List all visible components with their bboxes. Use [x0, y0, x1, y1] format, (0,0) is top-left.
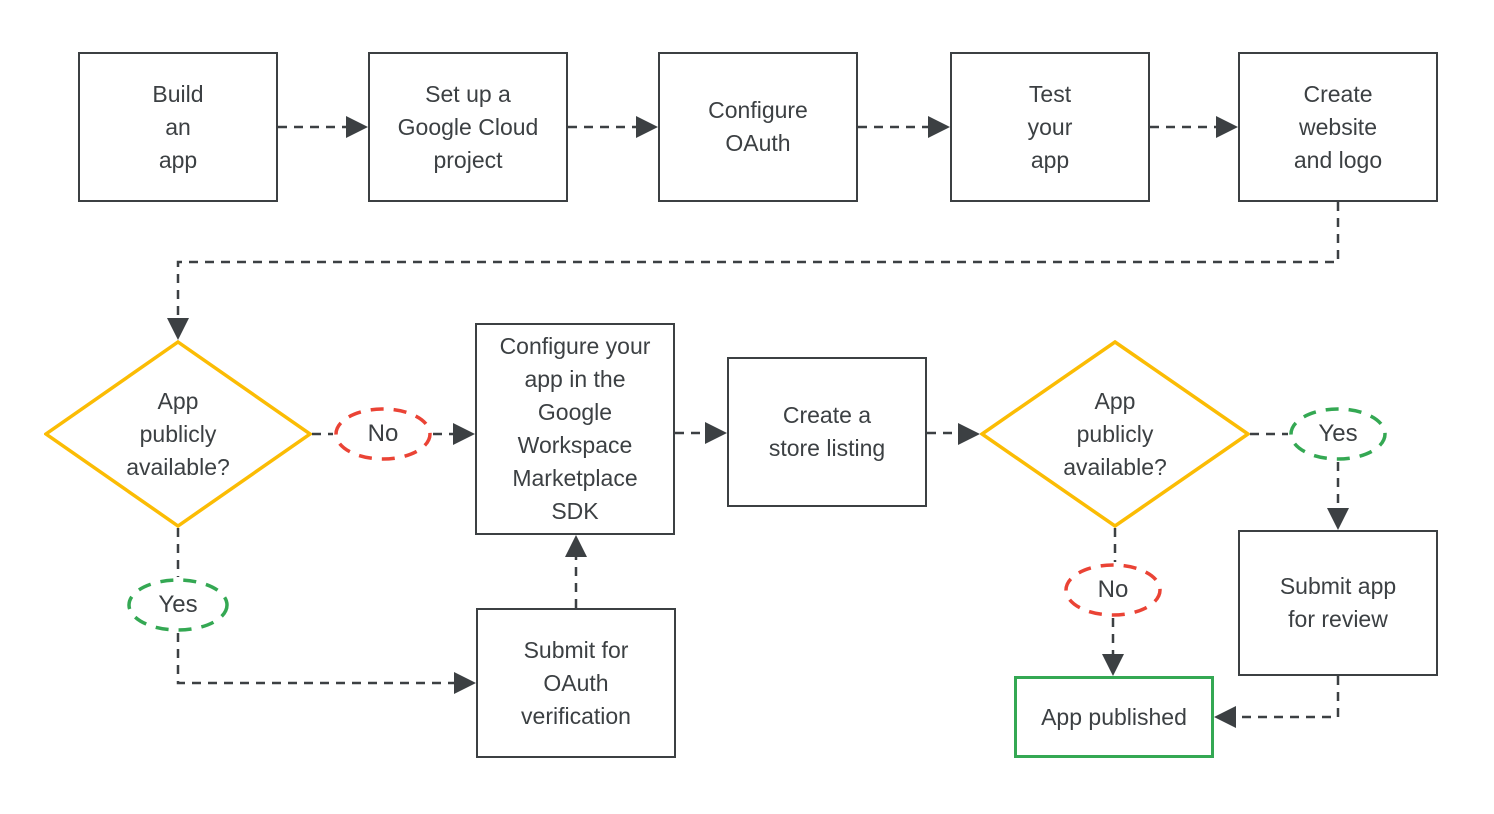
node-app-published-label: App published — [1041, 703, 1187, 730]
decision-right-label: App publicly available? — [1063, 387, 1167, 480]
node-setup-google-cloud-project: Set up a Google Cloud project — [368, 52, 568, 202]
decision-app-publicly-available-right: App publicly available? — [980, 340, 1250, 528]
node-app-published: App published — [1014, 676, 1214, 758]
yes-badge-shape — [127, 578, 229, 632]
node-test-your-app: Test your app — [950, 52, 1150, 202]
node-test-your-app-label: Test your app — [1027, 80, 1073, 173]
connector-website-to-decision-left — [167, 202, 1340, 340]
edge-badge-yes-left-label: Yes — [158, 591, 198, 618]
node-configure-marketplace-sdk: Configure your app in the Google Workspa… — [475, 323, 675, 535]
connector-sdk-to-store-listing — [675, 422, 727, 444]
connector-yes-to-submit-review — [1327, 462, 1349, 530]
connector-oauth-verification-to-sdk — [565, 535, 587, 608]
node-setup-google-cloud-project-label: Set up a Google Cloud project — [397, 80, 539, 173]
connector-no-to-app-published — [1102, 618, 1124, 676]
edge-badge-no-right-label: No — [1097, 576, 1129, 603]
no-badge-shape — [1064, 563, 1162, 617]
edge-badge-yes-right-label: Yes — [1318, 420, 1358, 447]
edge-badge-yes-right: Yes — [1288, 406, 1388, 462]
node-configure-oauth-label: Configure OAuth — [708, 97, 808, 156]
node-configure-marketplace-sdk-label: Configure your app in the Google Workspa… — [499, 333, 651, 524]
node-submit-app-for-review: Submit app for review — [1238, 530, 1438, 676]
decision-diamond-shape — [44, 340, 312, 528]
edge-badge-yes-left: Yes — [126, 577, 230, 633]
edge-badge-no-left: No — [333, 406, 433, 462]
node-submit-app-for-review-label: Submit app for review — [1279, 573, 1397, 632]
edge-badge-no-left-label: No — [367, 420, 399, 447]
node-create-store-listing: Create a store listing — [727, 357, 927, 507]
node-submit-oauth-verification: Submit for OAuth verification — [476, 608, 676, 758]
edge-badge-no-right: No — [1063, 562, 1163, 618]
connector-setup-to-oauth — [568, 116, 658, 138]
no-badge-shape — [334, 407, 432, 461]
decision-app-publicly-available-left: App publicly available? — [44, 340, 312, 528]
connector-build-to-setup — [278, 116, 368, 138]
node-configure-oauth: Configure OAuth — [658, 52, 858, 202]
node-create-store-listing-label: Create a store listing — [768, 402, 886, 461]
connector-store-listing-to-decision-right — [927, 423, 980, 445]
connector-oauth-to-test — [858, 116, 950, 138]
connector-submit-review-to-app-published — [1214, 676, 1340, 728]
decision-diamond-shape — [980, 340, 1250, 528]
connector-yes-to-oauth-verification — [176, 633, 476, 694]
node-create-website-and-logo-label: Create website and logo — [1293, 80, 1383, 173]
node-create-website-and-logo: Create website and logo — [1238, 52, 1438, 202]
node-build-app-label: Build an app — [152, 80, 204, 173]
node-build-app: Build an app — [78, 52, 278, 202]
yes-badge-shape — [1289, 407, 1387, 461]
node-submit-oauth-verification-label: Submit for OAuth verification — [521, 636, 631, 729]
connector-no-to-sdk — [433, 423, 475, 445]
connector-test-to-website — [1150, 116, 1238, 138]
decision-left-label: App publicly available? — [126, 387, 230, 480]
